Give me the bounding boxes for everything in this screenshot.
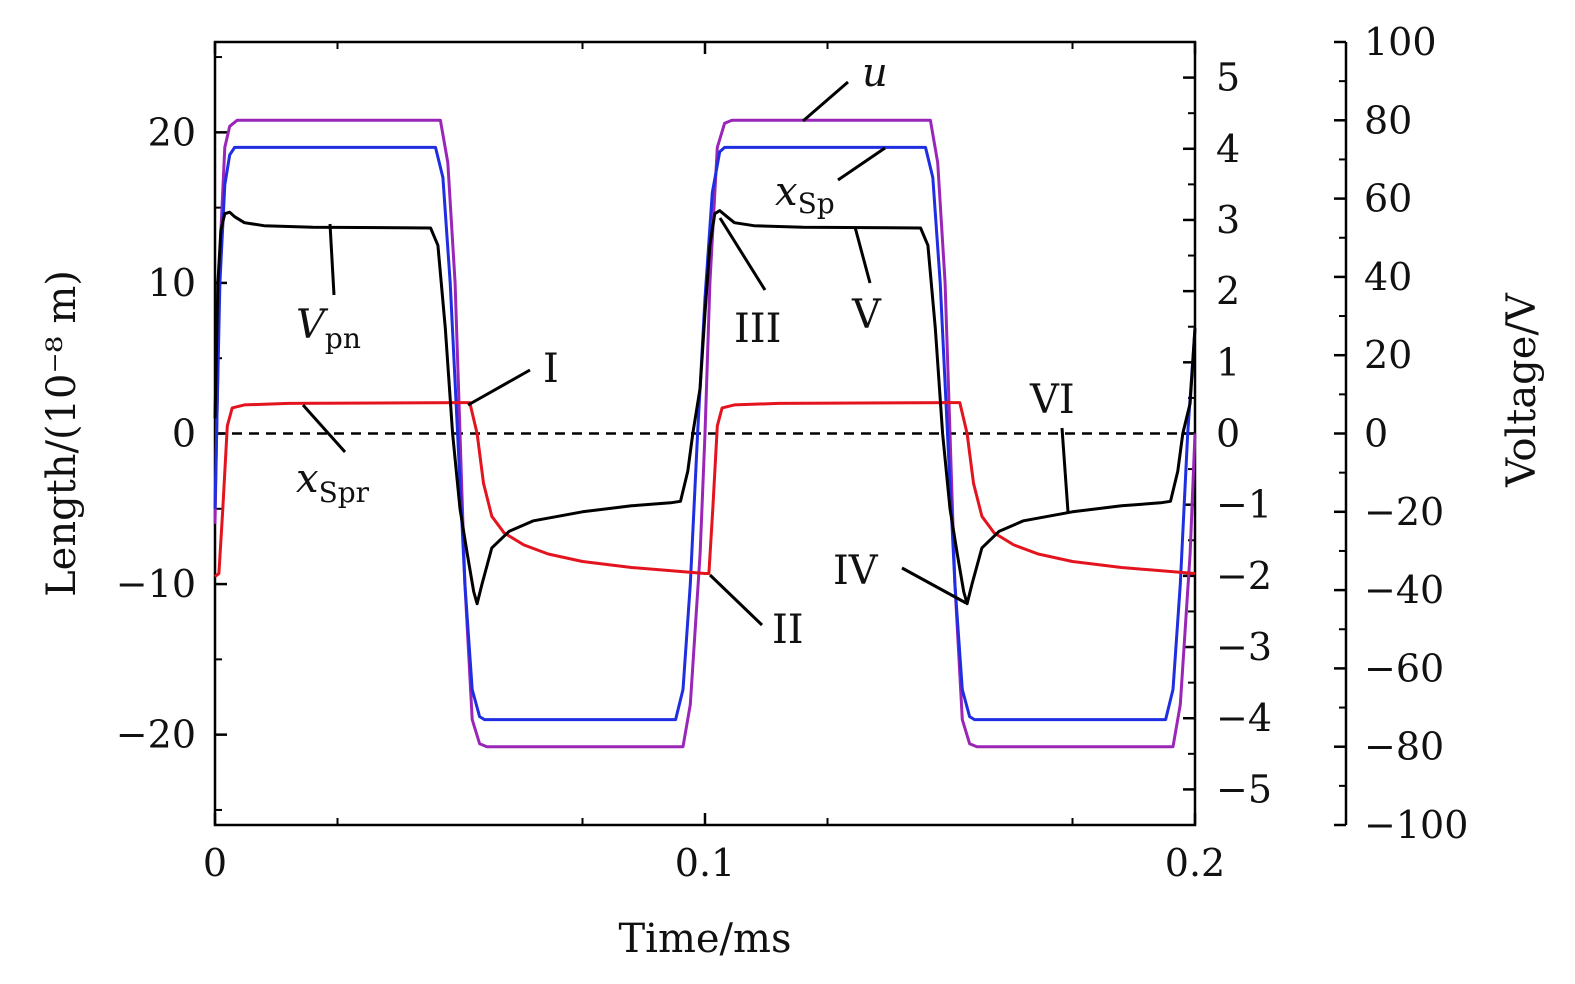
y-axis-title-right: Voltage/V (1499, 292, 1545, 488)
label-xsp: xSp (775, 169, 835, 220)
series-line-v-pn (213, 209, 1197, 606)
right-tick-label: 60 (1364, 177, 1412, 221)
left-tick-label: 10 (148, 261, 196, 305)
callout-line-II (708, 573, 764, 627)
callout-line-I (467, 368, 531, 407)
label-xspr-main: x (296, 456, 319, 502)
x-tick-label: 0.1 (675, 841, 735, 885)
right-tick-label: 80 (1364, 98, 1412, 142)
left-tick-label: 20 (148, 110, 196, 154)
right-tick-label: −100 (1364, 803, 1468, 847)
series-group (213, 118, 1197, 749)
label-I: I (543, 346, 559, 392)
label-xsp-main: x (775, 169, 798, 215)
right-tick-label: 40 (1364, 255, 1412, 299)
callout-line-V (853, 226, 872, 284)
mid-tick-label: −2 (1216, 554, 1272, 598)
series-line-x-spr (214, 401, 1196, 578)
x-tick-label: 0.2 (1165, 841, 1225, 885)
mid-tick-label: −5 (1216, 767, 1272, 811)
right-tick-label: −80 (1364, 725, 1444, 769)
right-tick-label: −40 (1364, 568, 1444, 612)
right-tick-label: 100 (1364, 20, 1437, 64)
callout-line-III (718, 217, 767, 291)
mid-tick-label: 4 (1216, 127, 1240, 171)
label-VI: VI (1029, 377, 1075, 423)
right-tick-label: −20 (1364, 490, 1444, 534)
series-line-u (213, 118, 1197, 749)
callout-line-xsp (837, 146, 886, 182)
mid-tick-label: 0 (1216, 412, 1240, 456)
mid-tick-label: −1 (1216, 483, 1272, 527)
label-V: V (851, 292, 882, 338)
annotations: u xSp Vpn xSpr I II III IV V VI (296, 50, 1075, 653)
label-xsp-sub: Sp (798, 187, 835, 220)
mid-tick-label: 2 (1216, 269, 1240, 313)
x-tick-label: 0 (203, 841, 227, 885)
right-tick-label: 20 (1364, 333, 1412, 377)
callout-line-IV (901, 566, 967, 605)
left-tick-label: −10 (116, 562, 196, 606)
mid-tick-label: 5 (1216, 56, 1240, 100)
x-axis-title: Time/ms (618, 916, 791, 962)
callout-line-u (802, 80, 849, 123)
callout-line-xspr (301, 404, 347, 453)
left-tick-label: 0 (172, 412, 196, 456)
callout-line-VI (1060, 427, 1070, 513)
left-tick-label: −20 (116, 713, 196, 757)
y-axis-title-left: Length/(10⁻⁸ m) (39, 270, 85, 597)
label-vpn-sub: pn (325, 322, 361, 355)
mid-tick-label: 3 (1216, 198, 1240, 242)
label-xspr-sub: Spr (319, 476, 370, 509)
label-xspr: xSpr (296, 456, 370, 509)
label-III: III (734, 306, 781, 352)
mid-tick-label: 1 (1216, 340, 1240, 384)
label-u: u (862, 50, 888, 96)
right-tick-label: −60 (1364, 646, 1444, 690)
label-vpn: Vpn (296, 302, 361, 355)
label-II: II (772, 607, 804, 653)
right-tick-label: 0 (1364, 412, 1388, 456)
mid-tick-label: −3 (1216, 625, 1272, 669)
label-vpn-main: V (296, 302, 329, 348)
label-IV: IV (833, 548, 879, 594)
callout-line-vpn (328, 223, 336, 296)
mid-tick-label: −4 (1216, 696, 1272, 740)
